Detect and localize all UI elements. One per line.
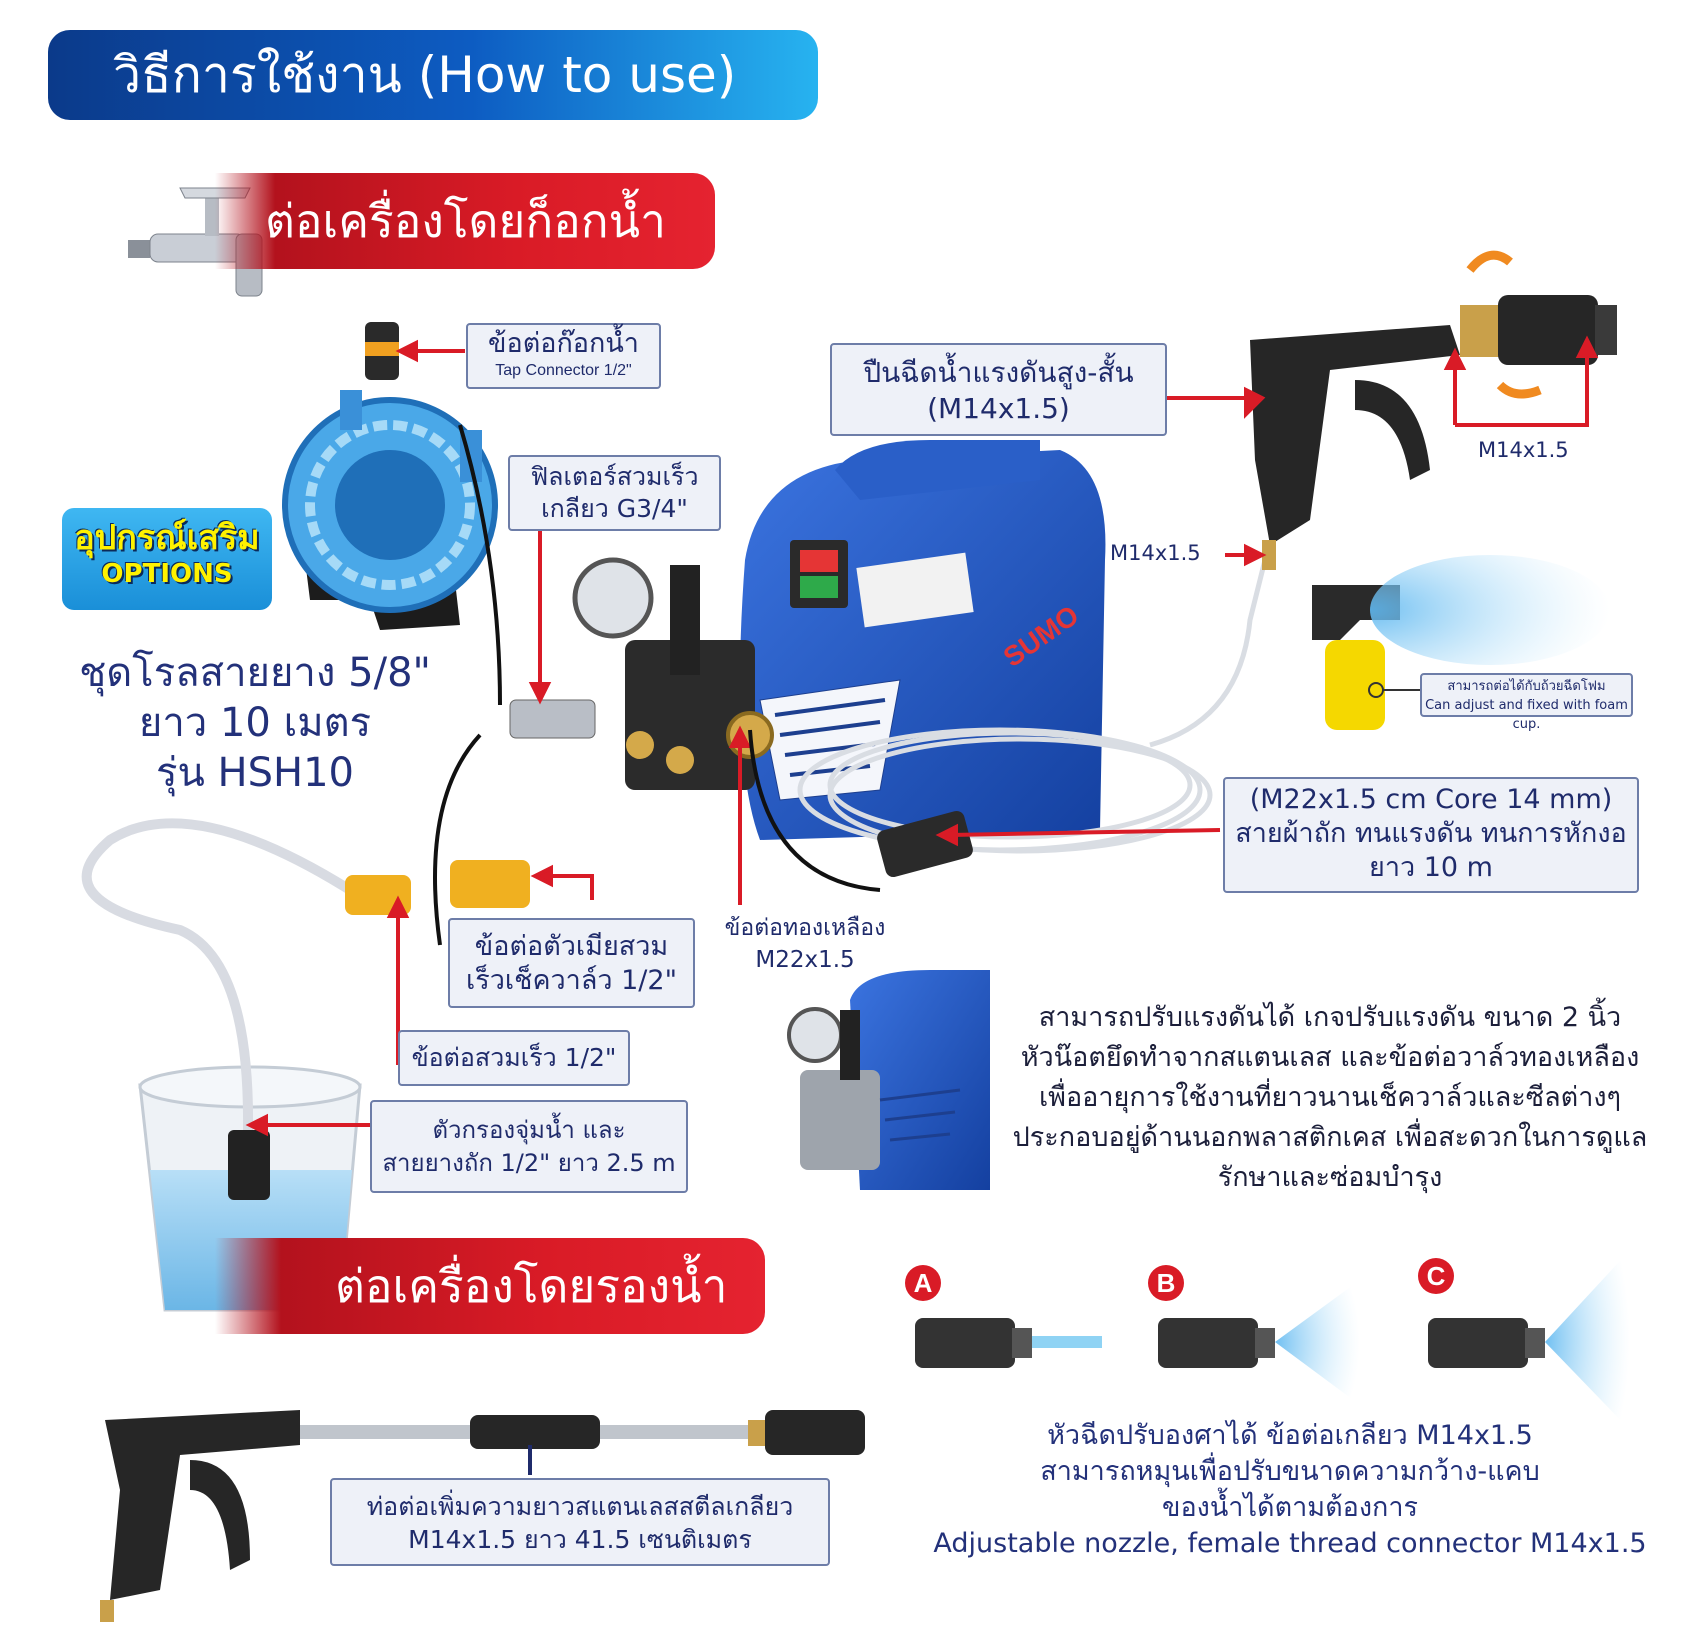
filter-line1: ฟิลเตอร์สวมเร็ว bbox=[530, 462, 699, 491]
braided-hose-image bbox=[797, 559, 1268, 854]
gun-thread-bottom: M14x1.5 bbox=[1110, 541, 1201, 565]
nozzle-c-marker: C bbox=[1418, 1258, 1454, 1294]
hose-reel-image bbox=[282, 390, 498, 630]
filter-image bbox=[509, 699, 596, 739]
gun-thread-top: M14x1.5 bbox=[1478, 438, 1569, 462]
strainer-line1: ตัวกรองจุ่มน้ำ และ bbox=[432, 1116, 626, 1144]
options-badge: อุปกรณ์เสริม OPTIONS bbox=[62, 508, 272, 610]
hose-label: (M22x1.5 cm Core 14 mm) สายผ้าถัก ทนแรงด… bbox=[1223, 777, 1639, 893]
foam-th: สามารถต่อได้กับถ้วยฉีดโฟม bbox=[1447, 679, 1606, 694]
foam-label: สามารถต่อได้กับถ้วยฉีดโฟม Can adjust and… bbox=[1420, 673, 1633, 732]
foam-cup-image bbox=[1312, 555, 1610, 730]
pressure-desc-line: ประกอบอยู่ด้านนอกพลาสติกเคส เพื่อสะดวกใน… bbox=[1012, 1122, 1648, 1153]
hose-line2: สายผ้าถัก ทนแรงดัน ทนการหักงอ bbox=[1235, 818, 1627, 849]
nozzle-desc-line: หัวฉีดปรับองศาได้ ข้อต่อเกลียว M14x1.5 bbox=[1047, 1420, 1533, 1451]
pressure-desc-line: สามารถปรับแรงดันได้ เกจปรับแรงดัน ขนาด 2… bbox=[1038, 1002, 1622, 1033]
nozzle-c-image bbox=[1428, 1250, 1630, 1430]
options-th: อุปกรณ์เสริม bbox=[74, 518, 260, 558]
pressure-description: สามารถปรับแรงดันได้ เกจปรับแรงดัน ขนาด 2… bbox=[985, 998, 1675, 1198]
brass-line2: M22x1.5 bbox=[755, 947, 855, 973]
tap-connector-en: Tap Connector 1/2" bbox=[495, 362, 632, 379]
tap-connector-image bbox=[365, 322, 399, 380]
hose-end-image bbox=[877, 810, 973, 878]
pressure-desc-line: รักษาและซ่อมบำรุง bbox=[1217, 1162, 1443, 1193]
nozzle-a-marker: A bbox=[905, 1265, 941, 1301]
hose-reel-line2: ยาว 10 เมตร bbox=[138, 700, 372, 746]
tap-section-title: ต่อเครื่องโดยก็อกน้ำ bbox=[215, 173, 715, 269]
extension-line2: M14x1.5 ยาว 41.5 เซนติเมตร bbox=[408, 1525, 752, 1554]
nozzle-b-image bbox=[1158, 1280, 1360, 1405]
hose-reel-text: ชุดโรลสายยาง 5/8" ยาว 10 เมตร รุ่น HSH10 bbox=[55, 648, 455, 798]
extension-label: ท่อต่อเพิ่มความยาวสแตนเลสสตีลเกลียว M14x… bbox=[330, 1478, 830, 1566]
filter-line2: เกลียว G3/4" bbox=[541, 494, 688, 523]
nozzle-desc-line: Adjustable nozzle, female thread connect… bbox=[933, 1528, 1647, 1559]
hose-reel-line1: ชุดโรลสายยาง 5/8" bbox=[79, 650, 431, 696]
hose-line3: ยาว 10 m bbox=[1369, 852, 1493, 883]
foam-en: Can adjust and fixed with foam cup. bbox=[1425, 698, 1628, 732]
gun-line2: (M14x1.5) bbox=[927, 392, 1070, 425]
nozzle-description: หัวฉีดปรับองศาได้ ข้อต่อเกลียว M14x1.5 ส… bbox=[900, 1418, 1680, 1562]
rotate-arrow-icon bbox=[1466, 250, 1513, 273]
nozzle-desc-line: ของน้ำได้ตามต้องการ bbox=[1161, 1492, 1419, 1523]
hose-reel-line3: รุ่น HSH10 bbox=[156, 750, 354, 796]
tank-section-title: ต่อเครื่องโดยรองน้ำ bbox=[215, 1238, 765, 1334]
spray-gun-image bbox=[1250, 295, 1617, 570]
brass-label: ข้อต่อทองเหลือง M22x1.5 bbox=[700, 912, 910, 976]
strainer-label: ตัวกรองจุ่มน้ำ และ สายยางถัก 1/2" ยาว 2.… bbox=[370, 1100, 688, 1193]
hose-line1: (M22x1.5 cm Core 14 mm) bbox=[1249, 784, 1613, 815]
female-connector-line2: เร็วเช็ควาล์ว 1/2" bbox=[466, 965, 677, 996]
brass-line1: ข้อต่อทองเหลือง bbox=[724, 915, 886, 941]
suction-hose-image bbox=[81, 818, 353, 1131]
extension-line1: ท่อต่อเพิ่มความยาวสแตนเลสสตีลเกลียว bbox=[366, 1492, 794, 1521]
page-title: วิธีการใช้งาน (How to use) bbox=[48, 30, 818, 120]
gun-line1: ปืนฉีดน้ำแรงดันสูง-สั้น bbox=[863, 356, 1134, 389]
female-connector-image bbox=[450, 860, 530, 908]
filter-label: ฟิลเตอร์สวมเร็ว เกลียว G3/4" bbox=[508, 455, 721, 531]
pressure-washer-image: SUMO bbox=[572, 440, 1106, 840]
nozzle-a-image bbox=[915, 1318, 1102, 1368]
strainer-line2: สายยางถัก 1/2" ยาว 2.5 m bbox=[382, 1149, 676, 1177]
tap-connector-label: ข้อต่อก๊อกน้ำ Tap Connector 1/2" bbox=[466, 323, 661, 389]
female-connector-line1: ข้อต่อตัวเมียสวม bbox=[474, 931, 669, 962]
rotate-arrow-icon bbox=[1496, 381, 1542, 399]
gun-label: ปืนฉีดน้ำแรงดันสูง-สั้น (M14x1.5) bbox=[830, 343, 1167, 436]
options-en: OPTIONS bbox=[101, 559, 233, 589]
pump-detail-image bbox=[787, 970, 990, 1190]
nozzle-desc-line: สามารถหมุนเพื่อปรับขนาดความกว้าง-แคบ bbox=[1040, 1456, 1540, 1487]
quick-connector-label: ข้อต่อสวมเร็ว 1/2" bbox=[398, 1030, 630, 1086]
female-connector-label: ข้อต่อตัวเมียสวม เร็วเช็ควาล์ว 1/2" bbox=[448, 918, 695, 1008]
tap-connector-th: ข้อต่อก๊อกน้ำ bbox=[488, 328, 639, 359]
pressure-desc-line: เพื่ออายุการใช้งานที่ยาวนานเช็ควาล์วและซ… bbox=[1038, 1082, 1622, 1113]
pressure-desc-line: หัวน๊อตยึดทำจากสแตนเลส และข้อต่อวาล์วทอง… bbox=[1020, 1042, 1640, 1073]
nozzle-b-marker: B bbox=[1148, 1265, 1184, 1301]
extension-gun-image bbox=[100, 1410, 865, 1622]
